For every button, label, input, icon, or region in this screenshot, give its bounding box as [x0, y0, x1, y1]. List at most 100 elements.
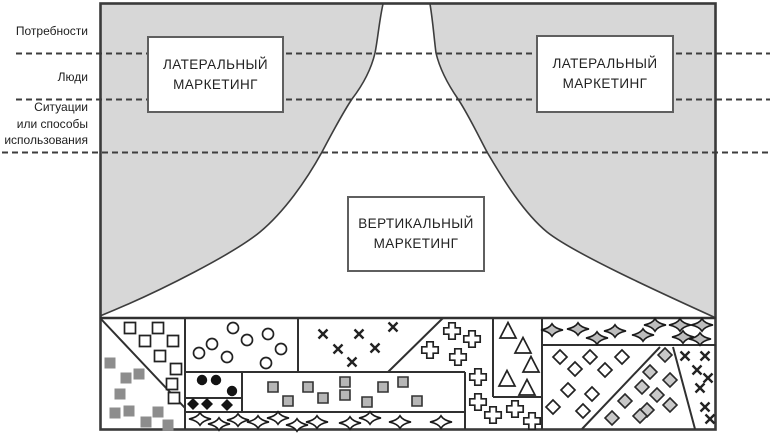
needs-label: Потребности — [15, 24, 88, 38]
square-marker — [133, 368, 145, 380]
x-marker — [353, 328, 365, 340]
square-marker — [120, 372, 132, 384]
square-marker — [282, 395, 294, 407]
square-marker — [377, 381, 389, 393]
star-marker — [603, 323, 627, 339]
x-marker — [679, 350, 691, 362]
square-marker — [151, 321, 165, 335]
square-marker — [411, 395, 423, 407]
diamond-marker — [642, 364, 658, 380]
funnel-shape — [100, 4, 716, 318]
triangle-marker — [522, 355, 540, 373]
square-marker — [169, 362, 183, 376]
diamond-marker — [545, 399, 561, 415]
star-marker — [246, 414, 270, 430]
cross-marker — [420, 340, 440, 360]
circle-marker — [261, 327, 275, 341]
segment-left-lower-gray-squares — [104, 357, 174, 431]
circle-marker — [210, 374, 222, 386]
vertical-marketing-box — [347, 196, 485, 272]
diamond-marker — [617, 393, 633, 409]
triangle-marker — [514, 336, 532, 354]
triangle-marker — [498, 369, 516, 387]
cross-marker — [468, 367, 488, 387]
segment-borders — [100, 317, 716, 430]
star-marker — [358, 410, 382, 426]
diamond-marker — [649, 387, 665, 403]
diamond-marker — [634, 379, 650, 395]
diamond-marker — [560, 382, 576, 398]
square-marker — [123, 321, 137, 335]
diamond-marker — [657, 347, 673, 363]
square-marker — [166, 334, 180, 348]
square-marker — [317, 392, 329, 404]
cross-marker — [448, 347, 468, 367]
diamond-marker — [604, 410, 620, 426]
vertical-marketing-label: ВЕРТИКАЛЬНЫЙ МАРКЕТИНГ — [358, 216, 474, 251]
triangle-marker — [518, 378, 536, 396]
circle-marker — [220, 350, 234, 364]
segment-outlined-circles — [192, 321, 288, 370]
diamond-marker — [567, 361, 583, 377]
circle-marker — [205, 337, 219, 351]
lateral-marketing-left-box — [147, 36, 284, 113]
diamond-marker — [662, 372, 678, 388]
square-marker — [339, 389, 351, 401]
square-marker — [302, 381, 314, 393]
segment-x-marks-top — [317, 321, 399, 368]
square-marker — [339, 376, 351, 388]
star-marker — [188, 411, 212, 427]
x-marker — [704, 413, 716, 425]
square-marker — [140, 416, 152, 428]
cross-marker — [462, 329, 482, 349]
x-marker — [699, 401, 711, 413]
diamond-marker — [662, 397, 678, 413]
square-marker — [114, 388, 126, 400]
circle-marker — [226, 321, 240, 335]
diamond-marker — [201, 398, 213, 410]
square-marker — [152, 406, 164, 418]
cross-marker — [505, 399, 525, 419]
diamond-marker — [575, 403, 591, 419]
circle-marker — [274, 342, 288, 356]
cross-marker — [483, 405, 503, 425]
x-marker — [369, 342, 381, 354]
segment-gray-diamonds — [604, 347, 678, 426]
diamond-marker — [582, 349, 598, 365]
x-marker — [691, 364, 703, 376]
lateral-marketing-right-box — [536, 35, 674, 113]
situations-label: Ситуации или способы использования — [4, 100, 88, 147]
funnel-outline — [99, 3, 717, 319]
diamond-marker — [614, 349, 630, 365]
lateral-marketing-right-label: ЛАТЕРАЛЬНЫЙ МАРКЕТИНГ — [552, 56, 658, 91]
diamond-marker — [584, 386, 600, 402]
square-marker — [167, 391, 181, 405]
dashed-level-lines — [2, 52, 770, 154]
square-marker — [104, 357, 116, 369]
segment-x-marks-right — [679, 350, 716, 425]
cross-marker — [442, 321, 462, 341]
star-marker — [643, 317, 667, 333]
label-boxes — [147, 35, 674, 272]
star-marker — [688, 331, 712, 347]
x-marker — [346, 356, 358, 368]
people-label: Люди — [57, 70, 88, 84]
x-marker — [387, 321, 399, 333]
segment-black-circles — [196, 374, 238, 397]
circle-marker — [259, 356, 273, 370]
star-marker — [429, 414, 453, 430]
star-marker — [540, 322, 564, 338]
diamond-marker — [187, 398, 199, 410]
circle-marker — [226, 385, 238, 397]
cross-marker — [522, 411, 542, 431]
lateral-marketing-left-label: ЛАТЕРАЛЬНЫЙ МАРКЕТИНГ — [163, 56, 268, 92]
diamond-marker — [221, 399, 233, 411]
star-marker — [305, 414, 329, 430]
square-marker — [153, 349, 167, 363]
cross-marker — [468, 392, 488, 412]
square-marker — [397, 376, 409, 388]
circle-marker — [240, 333, 254, 347]
square-marker — [267, 381, 279, 393]
segment-left-upper-outlined-squares — [123, 321, 183, 405]
